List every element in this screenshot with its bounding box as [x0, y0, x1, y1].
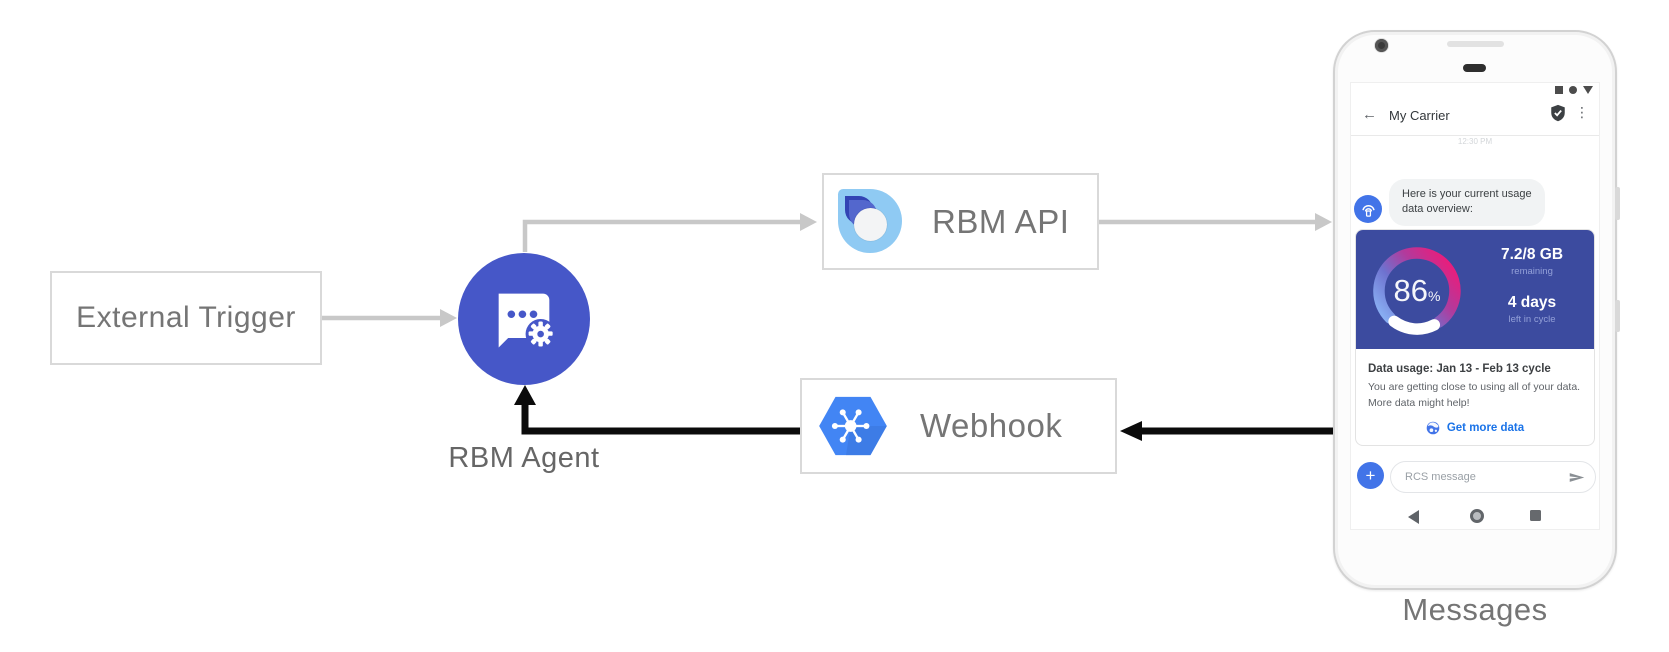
data-remaining-value: 7.2/8 GB: [1500, 246, 1564, 263]
arrowhead: [1315, 213, 1332, 231]
power-button[interactable]: [1615, 187, 1620, 220]
globe-icon: [1426, 421, 1440, 434]
message-timestamp: 12:30 PM: [1457, 137, 1493, 146]
usage-card-body: Data usage: Jan 13 - Feb 13 cycle You ar…: [1356, 349, 1594, 435]
rbm-agent-label: RBM Agent: [448, 442, 600, 474]
arrow-webhook-to-agent: [521, 404, 800, 435]
cloud-pubsub-hexagon-icon: [819, 396, 887, 456]
carrier-bot-avatar: [1354, 195, 1382, 223]
verified-shield-icon: [1551, 104, 1565, 122]
antenna-icon: [1361, 204, 1375, 217]
external-trigger-label: External Trigger: [76, 301, 296, 334]
webhook-node: Webhook: [800, 378, 1117, 474]
overflow-menu-button[interactable]: ⋮: [1575, 104, 1589, 120]
nav-home-button[interactable]: [1470, 509, 1484, 523]
message-composer: [1390, 461, 1596, 493]
send-icon[interactable]: [1569, 471, 1585, 484]
front-camera: [1375, 39, 1388, 52]
status-triangle-icon: [1583, 86, 1593, 94]
attachment-plus-button[interactable]: +: [1357, 462, 1384, 489]
gauge-percent-value: 86: [1393, 273, 1429, 308]
arrowhead: [514, 385, 536, 405]
usage-stats: 7.2/8 GB remaining 4 days left in cycle: [1476, 246, 1588, 325]
status-square-icon: [1555, 86, 1563, 94]
rbm-agent-node: [458, 253, 590, 385]
phone-mockup: ← My Carrier ⋮ 12:30 PM Here is your cur…: [1333, 30, 1620, 590]
usage-card-text-line2: More data might help!: [1368, 396, 1470, 409]
status-circle-icon: [1569, 86, 1577, 94]
rbm-api-logo-icon: [838, 188, 904, 255]
conversation-header: ← My Carrier ⋮: [1351, 97, 1599, 135]
header-divider: [1351, 135, 1599, 136]
gauge-percent-unit: %: [1428, 288, 1441, 304]
conversation-title: My Carrier: [1389, 108, 1450, 123]
rbm-api-node: RBM API: [822, 173, 1099, 270]
earpiece: [1463, 64, 1486, 72]
webhook-label: Webhook: [920, 407, 1063, 444]
external-trigger-node: External Trigger: [50, 271, 322, 365]
volume-button[interactable]: [1615, 300, 1620, 332]
data-remaining-label: remaining: [1511, 266, 1553, 277]
bot-message-bubble: Here is your current usage data overview…: [1389, 179, 1545, 226]
days-left-value: 4 days: [1507, 294, 1557, 311]
android-navbar: [1351, 507, 1599, 529]
bot-message-line2: data overview:: [1402, 203, 1473, 216]
messages-caption: Messages: [1402, 592, 1548, 627]
get-more-data-label: Get more data: [1446, 421, 1525, 434]
get-more-data-button[interactable]: Get more data: [1368, 421, 1582, 435]
phone-screen: ← My Carrier ⋮ 12:30 PM Here is your cur…: [1350, 82, 1600, 530]
status-bar: [1555, 86, 1593, 94]
nav-recents-button[interactable]: [1530, 510, 1541, 521]
bot-message-line1: Here is your current usage: [1402, 188, 1532, 200]
rcs-message-input[interactable]: [1405, 462, 1565, 491]
nav-back-button[interactable]: [1408, 510, 1419, 524]
usage-card-header: 86 % 7.2/8 GB remaining 4 days left in c…: [1356, 230, 1594, 349]
usage-rich-card: 86 % 7.2/8 GB remaining 4 days left in c…: [1355, 229, 1595, 446]
usage-card-title: Data usage: Jan 13 - Feb 13 cycle: [1368, 363, 1551, 375]
usage-gauge: 86 %: [1365, 239, 1469, 343]
chat-gear-icon: [498, 293, 556, 350]
arrowhead: [800, 213, 817, 231]
speaker-slot: [1447, 41, 1504, 47]
arrowhead: [440, 309, 457, 327]
arrowhead: [1120, 421, 1142, 441]
arrow-agent-to-api: [522, 219, 800, 252]
days-left-label: left in cycle: [1508, 314, 1556, 325]
back-button[interactable]: ←: [1362, 106, 1377, 123]
usage-card-text-line1: You are getting close to using all of yo…: [1368, 381, 1581, 393]
rbm-api-label: RBM API: [932, 202, 1070, 240]
